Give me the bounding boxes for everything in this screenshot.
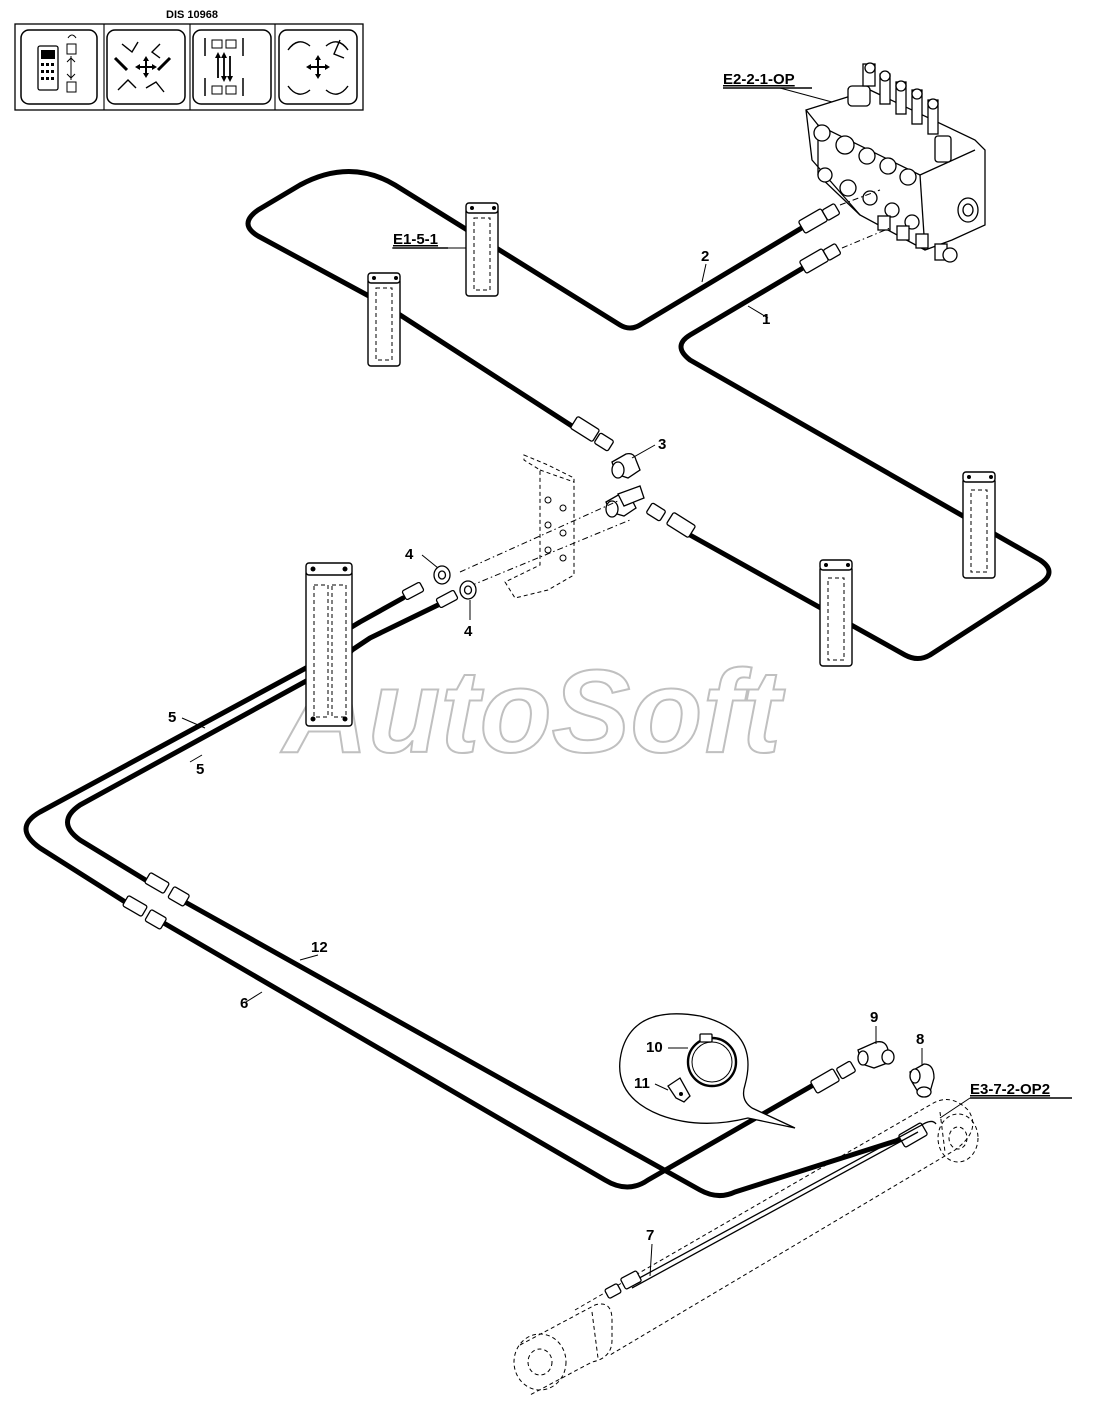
label-part-10: 10 [646,1039,663,1056]
tube-7 [631,1120,937,1283]
watermark-text: AutoSoft [280,646,786,778]
label-part-4-lower: 4 [464,623,473,640]
hose-clamp-10 [686,1033,738,1088]
remote-control-icon [20,29,98,105]
clamp-block-upper [465,202,499,297]
label-part-5-inner: 5 [196,761,204,778]
part-labels: 1 2 3 4 4 5 5 6 7 8 9 10 11 12 [168,248,924,1244]
nuts-4 [433,565,477,600]
label-part-6: 6 [240,995,248,1012]
elbow-fitting-9 [857,1041,895,1069]
ref-clamp-block: E1-5-1 [393,231,438,248]
ref-control-valve: E2-2-1-OP [723,71,795,88]
hose-1 [678,262,1052,661]
header-panel: DIS 10968 [14,9,364,111]
clamp-blocks [305,202,996,727]
hose-2 [245,169,808,431]
elbow-fittings-3 [605,452,645,518]
clamp-block-mid [819,559,853,667]
label-part-1: 1 [762,311,770,328]
label-part-12: 12 [311,939,328,956]
excavator-functions-icon [106,29,186,105]
control-valve-block [805,62,986,263]
clamp-block-large [305,562,353,727]
clip-11 [667,1077,691,1103]
ref-cylinder: E3-7-2-OP2 [970,1081,1050,1098]
label-part-2: 2 [701,248,709,265]
hose-12 [182,899,908,1198]
hose-6 [159,919,818,1190]
drawing-code: DIS 10968 [166,9,218,21]
label-part-4-upper: 4 [405,546,414,563]
reference-labels: E2-2-1-OP E1-5-1 E3-7-2-OP2 [393,71,1072,1099]
label-part-9: 9 [870,1009,878,1026]
label-part-5-outer: 5 [168,709,176,726]
clamp-block-left [367,272,401,367]
hydraulic-cylinder [513,1099,979,1396]
elbow-fitting-8 [909,1063,935,1098]
label-part-7: 7 [646,1227,654,1244]
label-part-3: 3 [658,436,666,453]
hose-fittings [122,189,928,1148]
label-part-11: 11 [634,1075,650,1092]
detail-bubble [619,1013,796,1129]
excavator-motion-icon [278,29,358,105]
bidirectional-flow-icon [192,29,272,105]
label-part-8: 8 [916,1031,924,1048]
mounting-bracket [504,454,575,599]
clamp-block-right [962,471,996,579]
